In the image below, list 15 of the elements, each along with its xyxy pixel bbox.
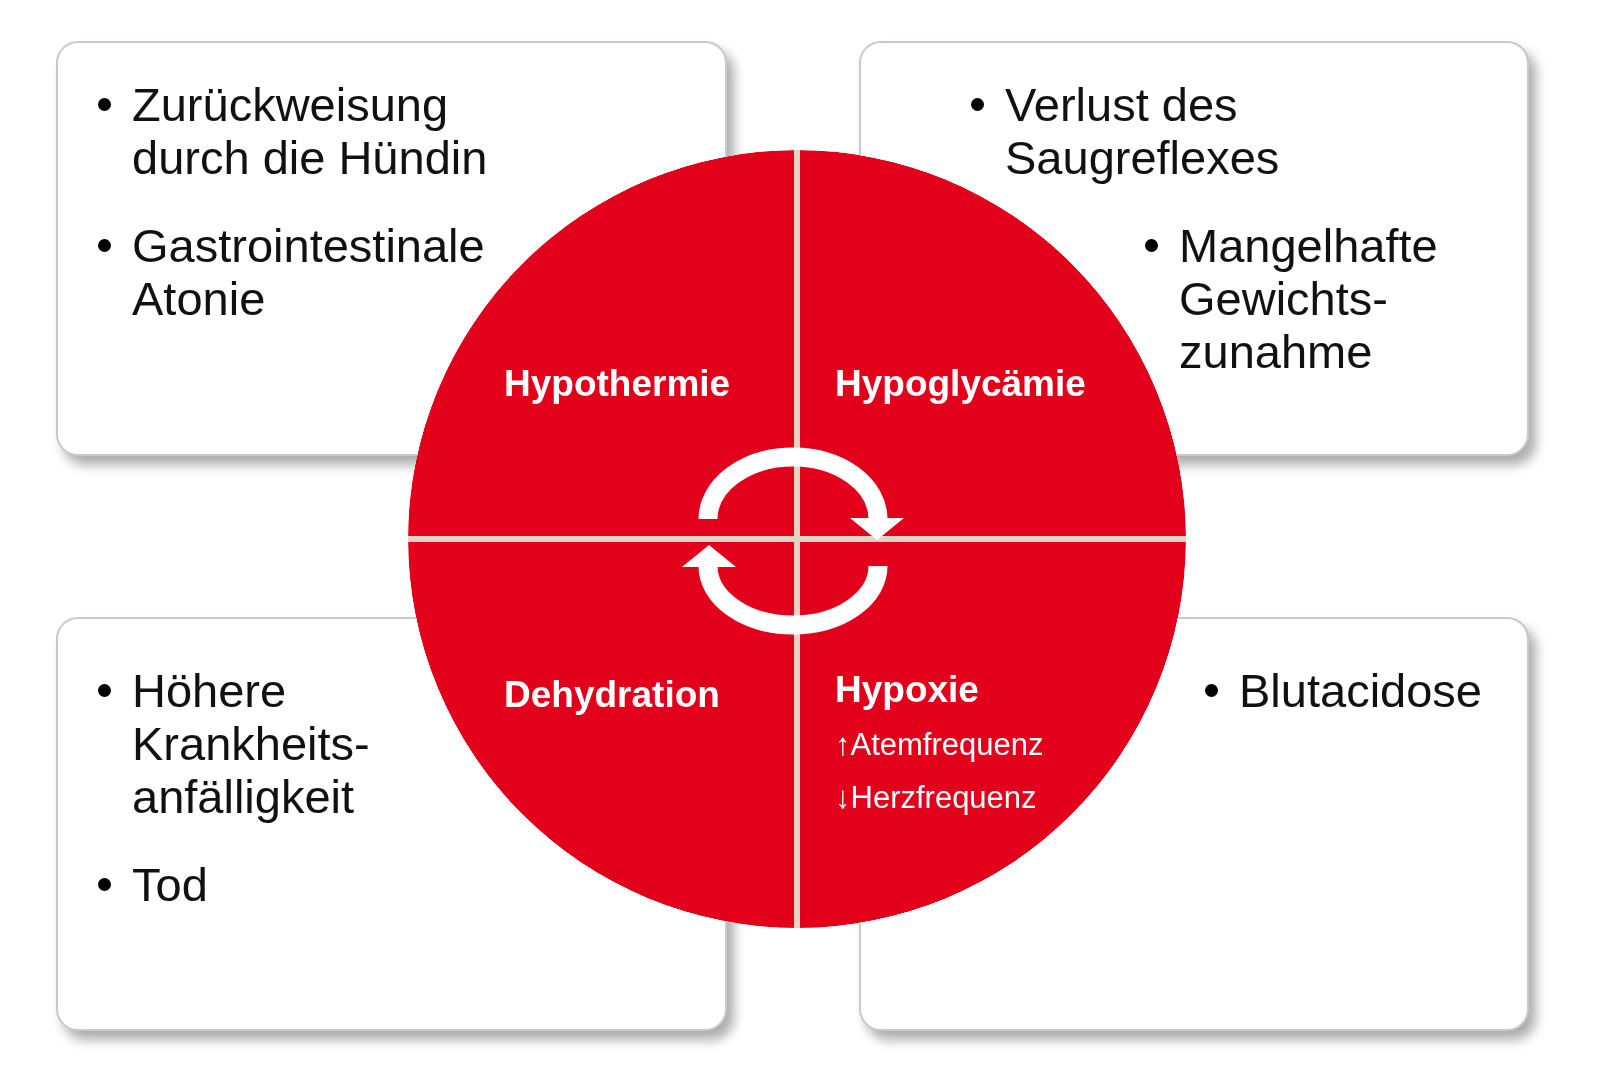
bullet-text: Tod [132, 858, 209, 911]
bullet-text: Höhere Krankheits- anfälligkeit [132, 664, 371, 823]
bullet-text: Mangelhafte Gewichts- zunahme [1179, 219, 1439, 378]
bullet-text: Zurückweisung durch die Hündin [132, 78, 489, 184]
bullet-text: Verlust des Saugreflexes [1005, 78, 1281, 184]
quadrant-title: Dehydration [504, 673, 720, 716]
vital-sign-text: ↑Atemfrequenz [835, 726, 1044, 763]
bullet-text: Blutacidose [1239, 664, 1483, 717]
quadrant-title: Hypothermie [504, 362, 731, 405]
quadrant-sector [797, 539, 1186, 928]
quadrant-sector [408, 539, 797, 928]
quadrant-title: Hypoglycämie [835, 362, 1086, 405]
quadrant-title: Hypoxie [835, 668, 979, 711]
bullet-text: Gastrointestinale Atonie [132, 219, 486, 325]
vital-sign-text: ↓Herzfrequenz [835, 779, 1037, 816]
